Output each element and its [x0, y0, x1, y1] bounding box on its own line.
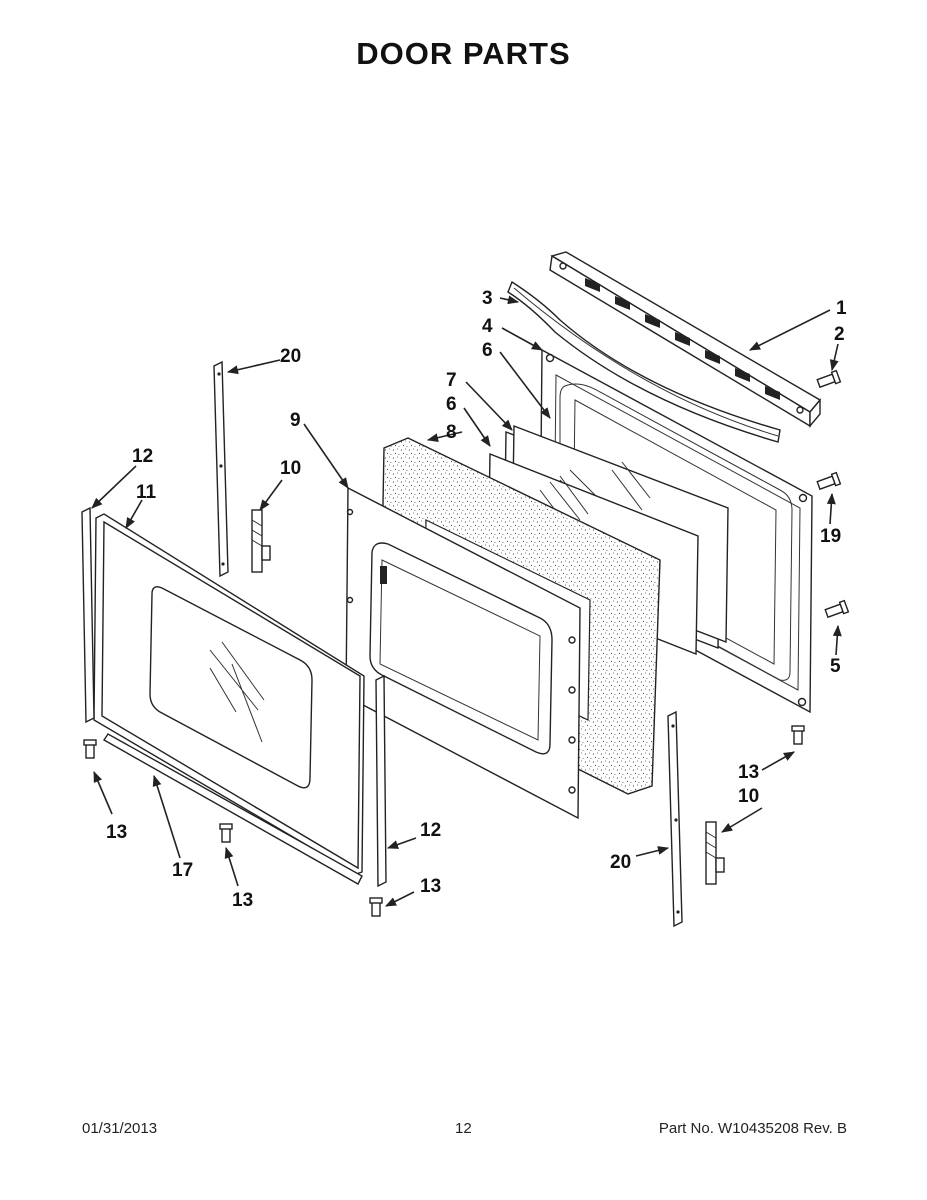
page-title: DOOR PARTS — [356, 36, 571, 71]
footer-part-number: Part No. W10435208 Rev. B — [658, 1120, 847, 1137]
screws — [83, 369, 850, 917]
door-handle-part — [507, 280, 781, 443]
leader-lines — [91, 295, 842, 907]
callout-12-left: 12 — [132, 446, 153, 467]
door-liner-part — [345, 486, 581, 820]
callout-10-right: 10 — [738, 786, 759, 807]
callout-6-upper: 6 — [482, 340, 493, 361]
callout-20-left: 20 — [280, 346, 301, 367]
callout-labels: 1 2 3 4 6 7 6 8 9 20 10 12 11 13 17 13 1… — [106, 288, 847, 911]
outer-door-panel-part — [93, 513, 365, 875]
callout-17: 17 — [172, 860, 193, 881]
callout-4: 4 — [482, 316, 493, 337]
hinge-channel-right-part — [667, 710, 683, 928]
callout-8: 8 — [446, 422, 457, 443]
vent-trim-part — [549, 251, 822, 428]
side-trim-right-part — [375, 674, 387, 888]
callout-3: 3 — [482, 288, 493, 309]
footer-date: 01/31/2013 — [82, 1120, 158, 1137]
hinge-right-part — [705, 821, 725, 885]
callout-9: 9 — [290, 410, 301, 431]
callout-2: 2 — [834, 324, 845, 345]
footer-page-number: 12 — [455, 1120, 472, 1137]
callout-12-right: 12 — [420, 820, 441, 841]
callout-10-left: 10 — [280, 458, 301, 479]
callout-1: 1 — [836, 298, 847, 319]
callout-13-right: 13 — [738, 762, 759, 783]
callout-13-center: 13 — [420, 876, 441, 897]
callout-5: 5 — [830, 656, 841, 677]
side-trim-left-part — [81, 506, 95, 724]
callout-7: 7 — [446, 370, 457, 391]
callout-13-bottom: 13 — [232, 890, 253, 911]
bottom-trim-part — [103, 733, 363, 885]
callout-20-right: 20 — [610, 852, 631, 873]
hinge-left-part — [251, 509, 271, 573]
callout-19: 19 — [820, 526, 841, 547]
callout-11: 11 — [136, 482, 157, 503]
callout-6-lower: 6 — [446, 394, 457, 415]
callout-13-left: 13 — [106, 822, 127, 843]
hinge-channel-left-part — [213, 360, 229, 578]
